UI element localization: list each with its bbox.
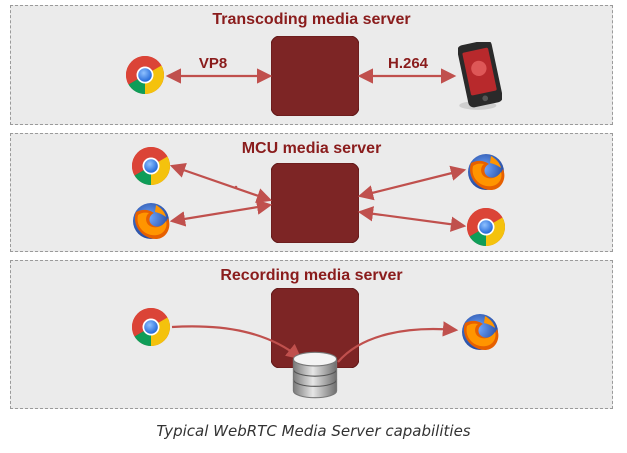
- firefox-browser-icon: [468, 154, 505, 191]
- firefox-browser-icon: [133, 203, 170, 240]
- firefox-browser-icon: [462, 314, 499, 351]
- h264-label: H.264: [388, 55, 429, 72]
- playback-out-arrow: [337, 321, 459, 363]
- mcu-link-arrow: [357, 206, 467, 232]
- chrome-browser-icon: [132, 308, 170, 346]
- transcoding-title: Transcoding media server: [212, 11, 411, 28]
- chrome-browser-icon: [132, 147, 170, 185]
- mcu-title: MCU media server: [241, 140, 382, 157]
- vp8-label: VP8: [199, 55, 227, 72]
- figure-caption: Typical WebRTC Media Server capabilities: [156, 422, 471, 440]
- chrome-browser-icon: [126, 56, 164, 94]
- database-storage-icon: [292, 351, 338, 399]
- record-in-arrow: [171, 325, 302, 360]
- transcoding-server-box: [271, 36, 359, 116]
- mcu-link-arrow: [169, 199, 273, 227]
- mcu-link-arrow: [169, 163, 273, 203]
- recording-title: Recording media server: [220, 267, 403, 284]
- chrome-browser-icon: [467, 208, 505, 246]
- stray-mark: [234, 185, 238, 189]
- smartphone-icon: [458, 42, 502, 110]
- mcu-link-arrow: [357, 165, 467, 201]
- mcu-server-box: [271, 163, 359, 243]
